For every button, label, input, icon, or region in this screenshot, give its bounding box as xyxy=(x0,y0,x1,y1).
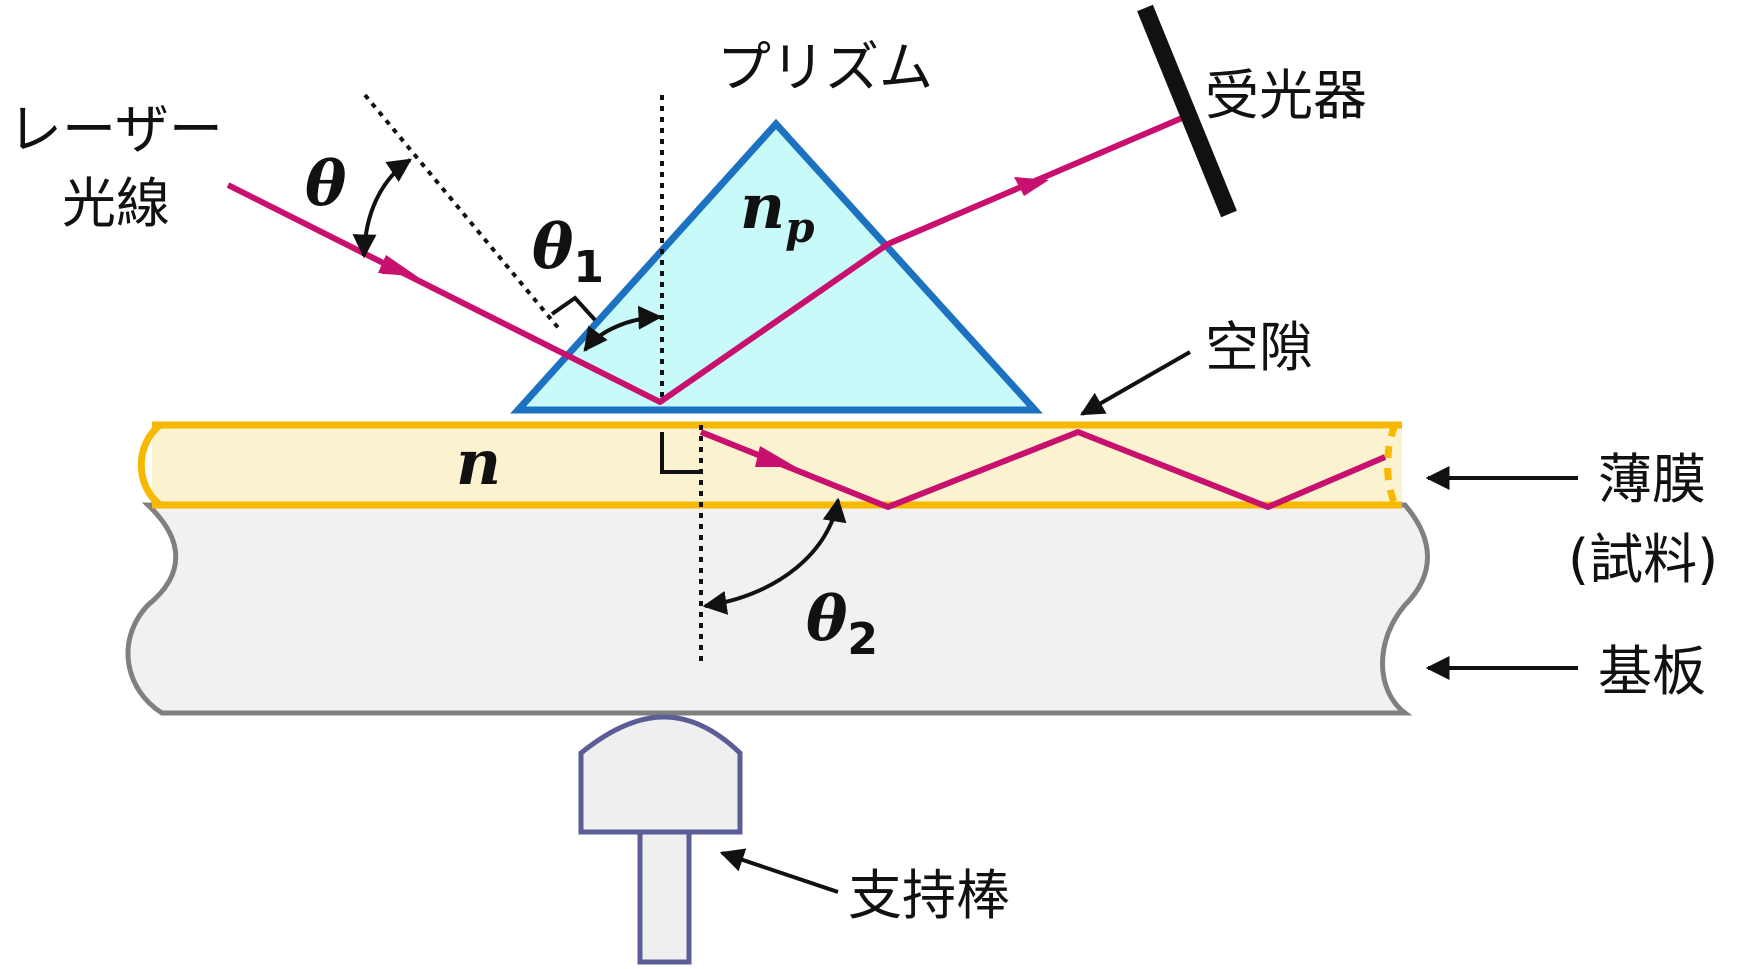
film-label-line2: (試料) xyxy=(1568,528,1718,591)
gap-label: 空隙 xyxy=(1205,316,1313,379)
theta-angle-arc xyxy=(352,158,412,259)
guided-ray xyxy=(699,429,1387,510)
laser-label-line1: レーザー xyxy=(8,98,223,161)
rod-pointer-arrow xyxy=(719,848,839,894)
np-symbol: np xyxy=(740,170,814,252)
theta2-angle-arc xyxy=(702,497,847,615)
ray-arrowhead-incident-main xyxy=(378,255,418,277)
ray-arrowhead-output xyxy=(1014,177,1049,196)
right-angle-mark-film xyxy=(660,432,701,474)
right-angle-mark-prism xyxy=(550,295,597,322)
np-base: n xyxy=(740,170,785,243)
prism-label: プリズム xyxy=(717,36,933,99)
theta2-base: θ xyxy=(806,582,848,655)
theta1-angle-arc xyxy=(583,305,663,352)
theta1-base: θ xyxy=(532,210,574,283)
gap-pointer-arrow xyxy=(1079,350,1191,416)
n-symbol: n xyxy=(456,426,501,499)
substrate xyxy=(125,502,1430,716)
support-rod-label: 支持棒 xyxy=(848,864,1010,927)
theta-symbol: θ xyxy=(305,147,347,220)
np-subscript: p xyxy=(785,203,814,252)
theta1-subscript: 1 xyxy=(573,242,604,293)
theta1-symbol: θ1 xyxy=(532,210,604,293)
ray-arrowhead-film xyxy=(755,446,796,467)
substrate-label: 基板 xyxy=(1598,640,1706,703)
film-right-edge-dashed xyxy=(1384,423,1399,507)
laser-label-line2: 光線 xyxy=(62,172,170,235)
prism-face-normal-line xyxy=(363,93,562,332)
theta2-subscript: 2 xyxy=(847,614,878,665)
film-left-edge xyxy=(137,422,163,508)
film-label-line1: 薄膜 xyxy=(1598,448,1706,511)
receiver-label: 受光器 xyxy=(1205,64,1367,127)
support-rod-head xyxy=(578,714,743,835)
support-rod-shaft xyxy=(637,829,692,965)
photodetector xyxy=(1137,4,1237,218)
theta2-symbol: θ2 xyxy=(806,582,878,665)
